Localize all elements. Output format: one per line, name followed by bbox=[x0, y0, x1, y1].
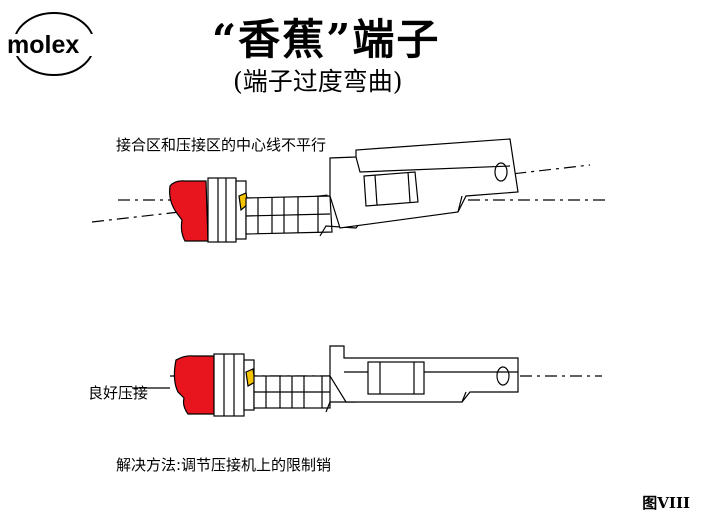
insulation-red bbox=[169, 180, 209, 242]
figure-number: 图VIII bbox=[642, 494, 690, 512]
molex-logo: molex bbox=[4, 8, 100, 78]
bent-terminal-figure bbox=[91, 138, 610, 243]
insulation-red-2 bbox=[173, 355, 215, 415]
solution-text: 解决方法:调节压接机上的限制销 bbox=[116, 456, 332, 474]
good-crimp-figure bbox=[132, 345, 602, 417]
insulation-crimp bbox=[207, 177, 237, 243]
logo-text: molex bbox=[7, 31, 79, 59]
page-title: “香蕉”端子 bbox=[212, 15, 441, 64]
figure1-caption: 接合区和压接区的中心线不平行 bbox=[116, 136, 327, 154]
page-subtitle: (端子过度弯曲) bbox=[233, 67, 403, 96]
